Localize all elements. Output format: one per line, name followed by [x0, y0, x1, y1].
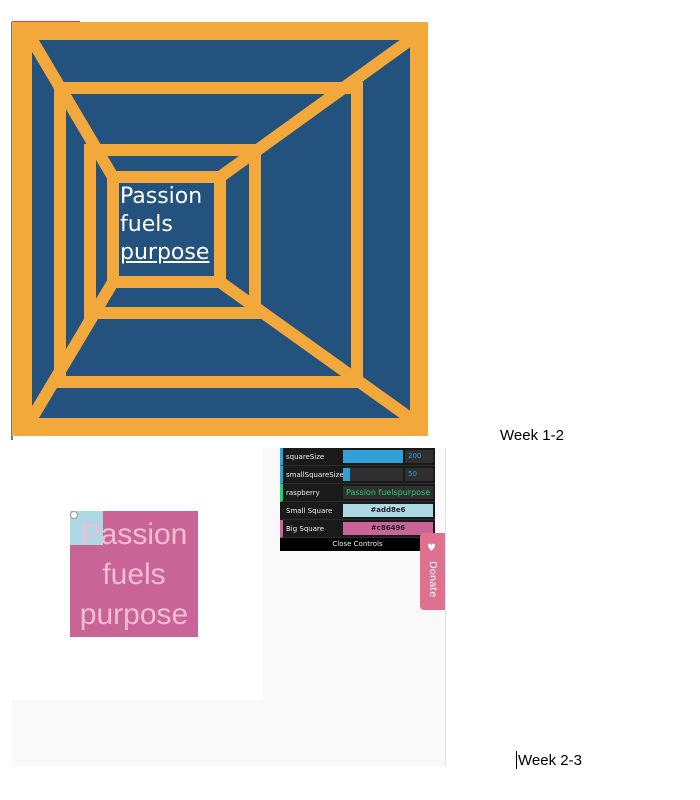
text-cursor — [516, 751, 517, 769]
control-label: Big Square — [286, 524, 325, 533]
text-fuels: fuels — [120, 212, 173, 237]
controls-panel: squareSize 200 smallSquareSize 50 raspbe… — [280, 448, 435, 551]
big-square-color-input[interactable]: #c86496 — [343, 522, 433, 535]
square-size-slider[interactable] — [343, 450, 403, 463]
control-label: Small Square — [286, 506, 333, 515]
small-square-size-slider[interactable] — [343, 468, 403, 481]
text-passion: Passion — [120, 184, 203, 209]
control-small-square-color: Small Square #add8e6 — [280, 502, 435, 520]
square-2 — [84, 144, 261, 319]
demo-text-line: purpose — [79, 598, 189, 631]
control-label: smallSquareSize — [286, 470, 343, 479]
control-raspberry: raspberry Passion fuelspurpose — [280, 484, 435, 502]
handle-dot[interactable] — [70, 511, 78, 519]
square-size-input[interactable]: 200 — [405, 450, 433, 463]
heart-icon: ♥ — [427, 543, 436, 554]
week-1-label: Week 1-2 — [500, 427, 564, 444]
raspberry-input[interactable]: Passion fuelspurpose — [343, 486, 433, 499]
control-square-size: squareSize 200 — [280, 448, 435, 466]
control-big-square-color: Big Square #c86496 — [280, 520, 435, 538]
square-1 — [54, 82, 363, 388]
donate-button[interactable]: ♥ Donate — [420, 533, 445, 610]
tunnel-artwork — [12, 22, 428, 436]
artwork-text: Passion fuels purpose — [120, 183, 209, 267]
control-small-square-size: smallSquareSize 50 — [280, 466, 435, 484]
small-square-color-input[interactable]: #add8e6 — [343, 504, 433, 517]
demo-text-line: Passion — [80, 518, 188, 551]
week-2-label: Week 2-3 — [518, 752, 582, 769]
diagonal-bl — [26, 278, 119, 422]
small-square-size-input[interactable]: 50 — [405, 468, 433, 481]
close-controls-button[interactable]: Close Controls — [280, 538, 435, 551]
demo-text-line: fuels — [102, 558, 166, 591]
square-3 — [107, 171, 226, 288]
donate-label: Donate — [427, 561, 438, 598]
page-background-bottom — [12, 700, 445, 766]
purpose-link[interactable]: purpose — [120, 240, 210, 265]
control-label: squareSize — [286, 452, 325, 461]
control-label: raspberry — [286, 488, 320, 497]
demo-text: Passion fuels purpose — [70, 515, 198, 635]
